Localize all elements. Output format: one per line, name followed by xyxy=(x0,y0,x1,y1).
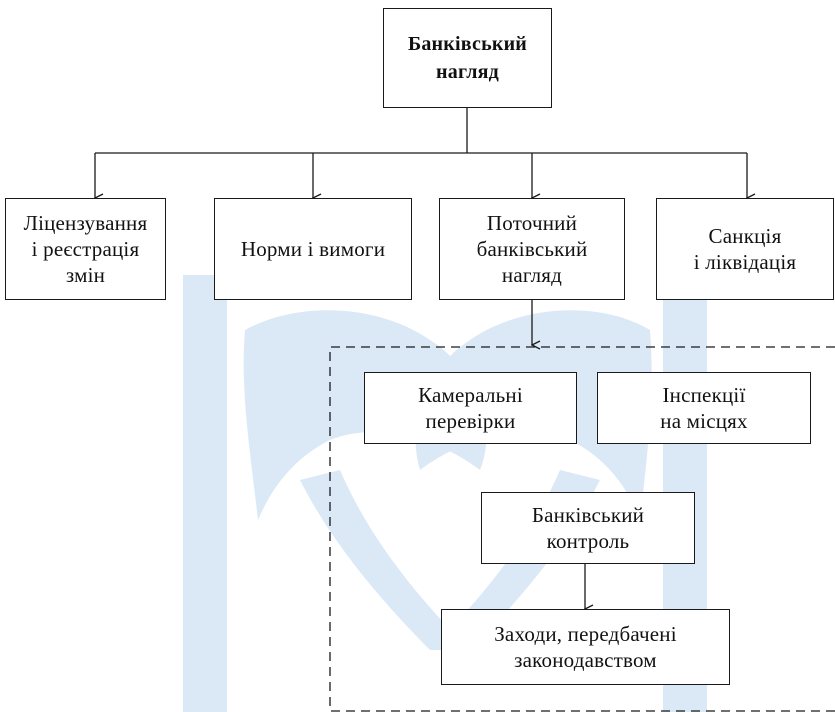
bank-control-label: Банківський контроль xyxy=(531,503,645,553)
root-box: Банківський нагляд xyxy=(383,8,552,108)
licensing-label: Ліцензування і реєстрація змін xyxy=(23,211,148,287)
sanctions-box: Санкція і ліквідація xyxy=(656,198,834,300)
root-label: Банківський нагляд xyxy=(407,33,528,83)
licensing-box: Ліцензування і реєстрація змін xyxy=(5,198,166,300)
watermark-stem-left xyxy=(300,470,470,650)
desk-audits-box: Камеральні перевірки xyxy=(364,372,577,444)
legal-measures-label: Заходи, передбачені законодавством xyxy=(494,622,677,672)
legal-measures-box: Заходи, передбачені законодавством xyxy=(441,609,730,685)
norms-box: Норми і вимоги xyxy=(214,198,412,300)
watermark-left-bar xyxy=(183,275,227,712)
bank-control-box: Банківський контроль xyxy=(481,492,695,564)
desk-audits-label: Камеральні перевірки xyxy=(418,383,523,433)
current-supervision-label: Поточний банківський нагляд xyxy=(476,211,588,287)
onsite-inspections-box: Інспекції на місцях xyxy=(597,372,811,444)
onsite-inspections-label: Інспекції на місцях xyxy=(660,383,748,433)
sanctions-label: Санкція і ліквідація xyxy=(693,224,797,274)
norms-label: Норми і вимоги xyxy=(240,237,386,261)
current-supervision-box: Поточний банківський нагляд xyxy=(439,198,625,300)
